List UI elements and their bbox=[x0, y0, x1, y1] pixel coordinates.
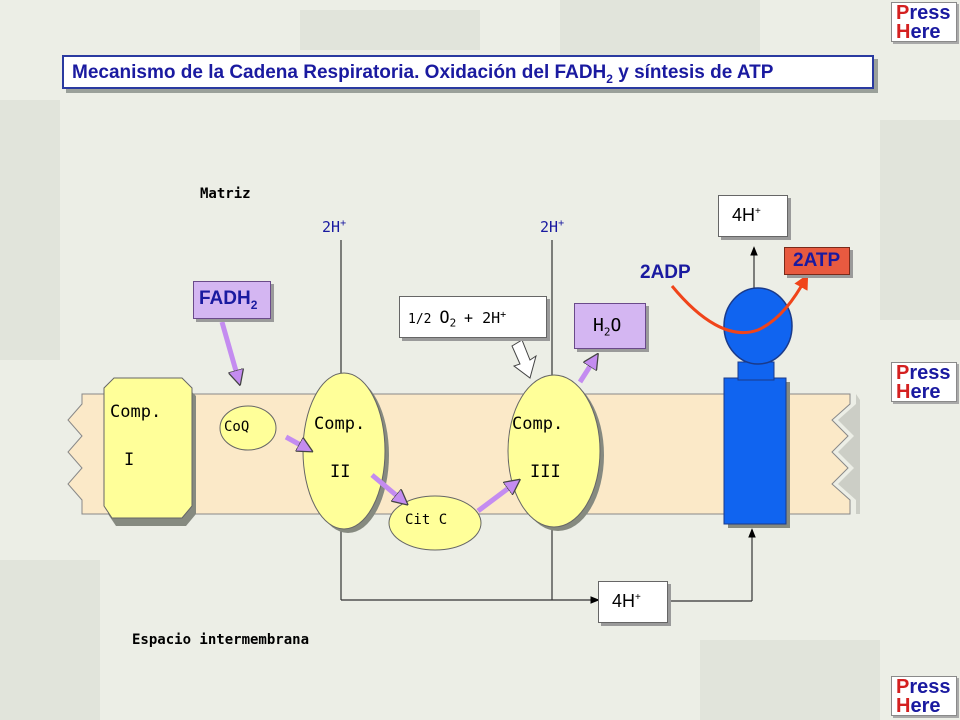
press-here-button-bottom[interactable]: Press Here bbox=[891, 676, 957, 716]
atp-box: 2ATP bbox=[784, 247, 850, 275]
water-box: H2O bbox=[574, 303, 646, 349]
atp-label: 2ATP bbox=[793, 250, 841, 271]
adp-to-atp-arrow bbox=[670, 274, 809, 335]
complex-iii-label: Comp. bbox=[512, 414, 564, 434]
proton-4h-bottom-box: 4H+ bbox=[598, 581, 668, 623]
oxygen-input-arrow bbox=[511, 339, 537, 379]
complex-iii-number: III bbox=[530, 462, 561, 482]
electron-flow-arrows bbox=[219, 321, 594, 513]
complex-ii-number: II bbox=[330, 462, 351, 482]
page-title: Mecanismo de la Cadena Respiratoria. Oxi… bbox=[72, 62, 774, 86]
fadh2-box: FADH2 bbox=[193, 281, 271, 319]
atp-synthase bbox=[723, 287, 793, 528]
complex-ii-label: Comp. bbox=[314, 414, 366, 434]
cytochrome-c bbox=[388, 495, 482, 551]
press-here-button-middle[interactable]: Press Here bbox=[891, 362, 957, 402]
cytochrome-c-label: Cit C bbox=[405, 512, 448, 528]
adp-label: 2ADP bbox=[640, 262, 691, 283]
intermembrane-space-label: Espacio intermembrana bbox=[132, 632, 310, 648]
proton-2h-left: 2H+ bbox=[322, 218, 347, 236]
proton-lines bbox=[340, 240, 758, 604]
press-here-button-top[interactable]: Press Here bbox=[891, 2, 957, 42]
complex-iii bbox=[507, 374, 601, 528]
complex-i bbox=[103, 377, 196, 526]
coq-ellipse bbox=[219, 405, 277, 451]
matrix-label: Matriz bbox=[200, 186, 251, 202]
complex-i-number: I bbox=[124, 450, 135, 470]
complex-i-label: Comp. bbox=[110, 402, 162, 422]
complex-ii bbox=[302, 372, 386, 530]
oxygen-box: 1/2 O2 + 2H+ bbox=[399, 296, 547, 338]
title-banner: Mecanismo de la Cadena Respiratoria. Oxi… bbox=[62, 55, 874, 89]
proton-4h-top-box: 4H+ bbox=[718, 195, 788, 237]
coq-label: CoQ bbox=[224, 419, 250, 435]
proton-2h-right: 2H+ bbox=[540, 218, 565, 236]
